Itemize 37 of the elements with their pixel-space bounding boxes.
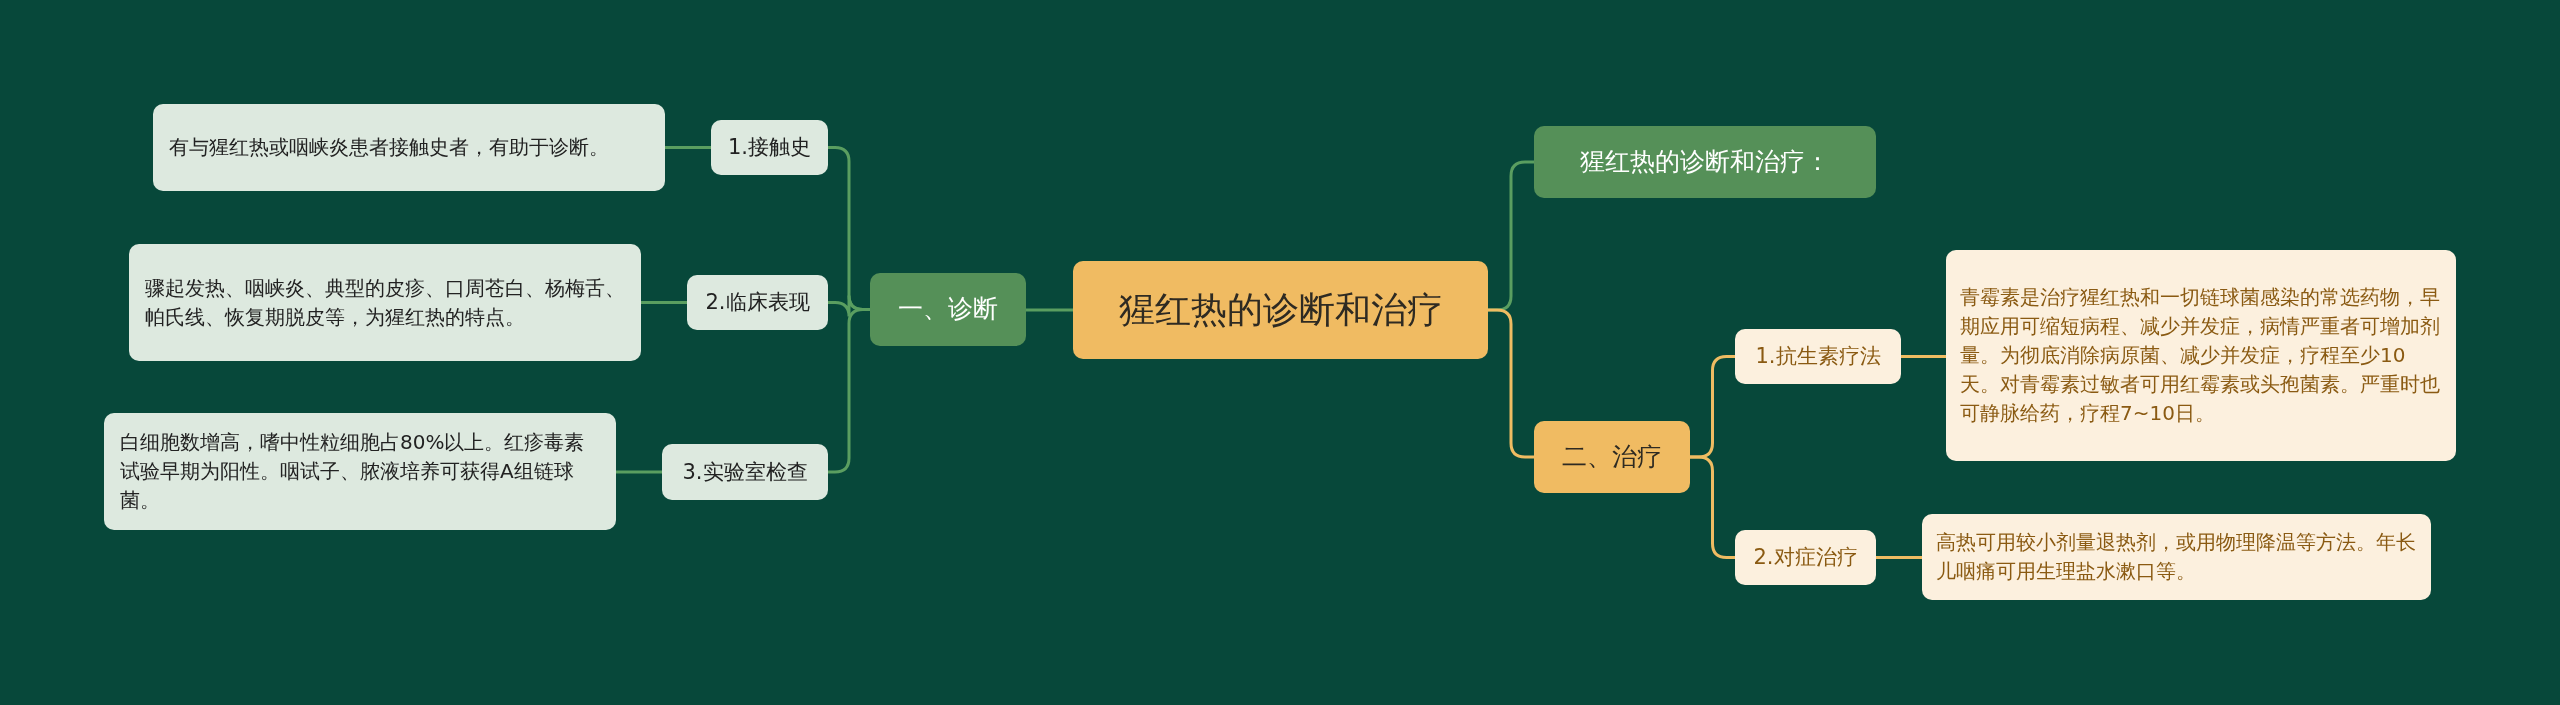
node-text: 白细胞数增高，嗜中性粒细胞占80%以上。红疹毒素试验早期为阳性。咽试子、脓液培养可获得A组链球菌。: [120, 429, 586, 514]
node-text: 2.临床表现: [705, 289, 810, 317]
connector-line: [616, 470, 662, 474]
node-text: 3.实验室检查: [682, 458, 808, 486]
node-text: 2.对症治疗: [1753, 544, 1858, 572]
central-topic-box: [1073, 261, 1488, 359]
detail-card: [153, 104, 665, 191]
branch-box: [870, 273, 1026, 346]
subtopic-box: [687, 275, 828, 330]
node-text: 骤起发热、咽峡炎、典型的皮疹、口周苍白、杨梅舌、帕氏线、恢复期脱皮等，为猩红热的特点。: [145, 274, 625, 331]
node-text: 青霉素是治疗猩红热和一切链球菌感染的常选药物，早期应用可缩短病程、减少并发症，病情严重者可增加剂量。为彻底消除病原菌、减少并发症，疗程至少10天。对青霉素过敏者可用红霉素或头孢菌素。严重时也可静脉给药，疗程7~10日。: [1960, 284, 2441, 427]
connector-line: [1488, 308, 1534, 459]
connector-line: [665, 146, 711, 149]
node-text: 高热可用较小剂量退热剂，或用物理降温等方法。年长儿咽痛可用生理盐水漱口等。: [1936, 529, 2417, 585]
connector-line: [641, 301, 687, 304]
detail-card: [1946, 250, 2456, 461]
connector-line: [828, 308, 870, 474]
node-text: 二、治疗: [1562, 440, 1662, 473]
subtopic-box: [711, 120, 828, 175]
detail-card: [129, 244, 641, 361]
node-text: 猩红热的诊断和治疗: [1118, 287, 1443, 332]
subtopic-box: [1735, 530, 1876, 585]
subtopic-box: [662, 444, 828, 500]
detail-card: [1922, 514, 2431, 600]
node-text: 1.接触史: [727, 134, 811, 162]
node-text: 1.抗生素疗法: [1755, 343, 1881, 371]
node-text: 猩红热的诊断和治疗：: [1580, 145, 1830, 178]
connector-line: [1901, 355, 1946, 358]
connector-line: [1026, 308, 1073, 312]
node-text: 一、诊断: [898, 293, 998, 326]
detail-card: [104, 413, 616, 530]
branch-box: [1534, 421, 1690, 493]
connector-line: [1876, 556, 1922, 559]
connector-line: [1690, 455, 1735, 559]
node-text: 有与猩红热或咽峡炎患者接触史者，有助于诊断。: [169, 134, 609, 161]
subtopic-box: [1735, 329, 1901, 384]
branch-box: [1534, 126, 1876, 198]
